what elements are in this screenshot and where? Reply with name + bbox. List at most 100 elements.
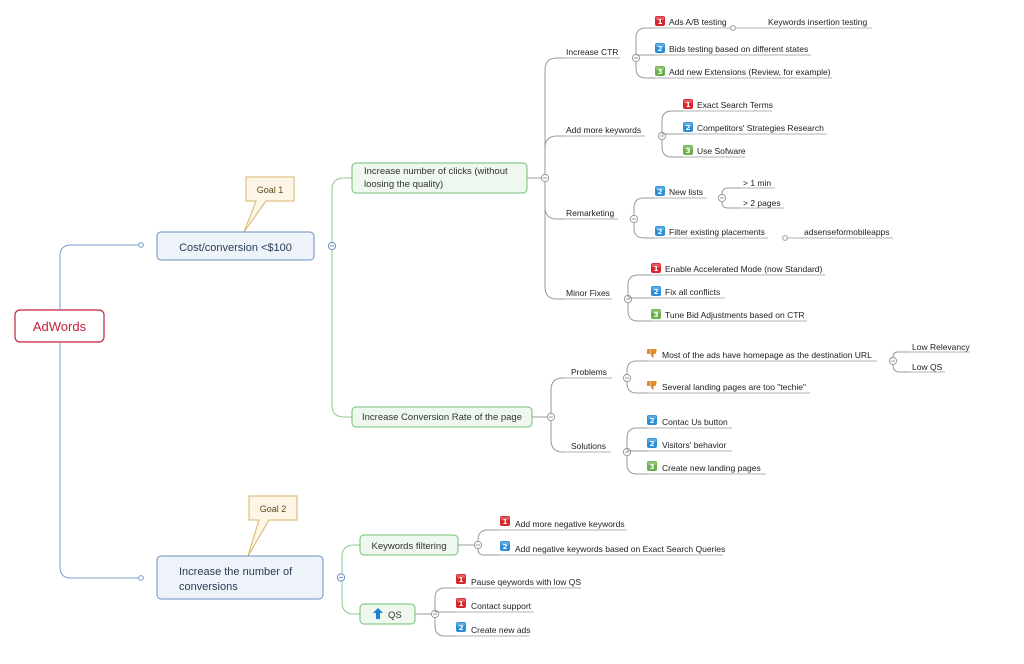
leaf-connector (635, 27, 655, 54)
subtopic-label: Keywords filtering (372, 541, 447, 552)
collapse-toggle[interactable] (540, 173, 550, 183)
svg-text:2: 2 (503, 543, 508, 551)
connector-dot (782, 235, 788, 241)
leaf-topic-label: Pause qeywords with low QS (471, 577, 581, 587)
subtopic[interactable]: Remarketing (566, 208, 614, 218)
subtopic-connector (550, 377, 565, 413)
leaf-topic-label: Ads A/B testing (669, 17, 727, 27)
central-topic-label: AdWords (33, 319, 87, 334)
leaf-topic-label: Use Sofware (697, 146, 746, 156)
svg-text:3: 3 (658, 68, 663, 76)
leaf-connector (477, 548, 499, 556)
subtopic[interactable]: Minor Fixes (566, 288, 610, 298)
goal-topic-label: Increase the number of (179, 566, 293, 578)
svg-text:2: 2 (650, 417, 655, 425)
collapse-toggle[interactable] (546, 412, 556, 422)
subtopic[interactable]: QS (359, 603, 416, 625)
arrow-up-icon (373, 608, 383, 619)
branch-connector (331, 177, 352, 242)
goal-topic[interactable]: Cost/conversion <$100 (156, 231, 315, 261)
leaf-topic-label: Contac Us button (662, 417, 728, 427)
subtopic[interactable]: Problems (571, 367, 607, 377)
subtopic-connector (544, 135, 565, 174)
leaf-topic-label: New lists (669, 187, 703, 197)
branch-connector (341, 544, 360, 574)
leaf-topic-label: Enable Accelerated Mode (now Standard) (665, 264, 823, 274)
svg-text:2: 2 (654, 288, 659, 296)
priority-1-icon: 1 (500, 516, 510, 526)
root-connector (59, 244, 140, 310)
svg-text:1: 1 (503, 518, 508, 526)
connector-dot (730, 25, 736, 31)
leaf-topic-label: Fix all conflicts (665, 287, 720, 297)
collapse-toggle[interactable] (473, 540, 483, 550)
leaf-connector (434, 587, 455, 610)
leaf-topic-label: Competitors' Strategies Research (697, 123, 824, 133)
leaf-topic-label: Add new Extensions (Review, for example) (669, 67, 831, 77)
leaf-topic-label: Several landing pages are too "techie" (662, 382, 806, 392)
collapse-toggle[interactable] (622, 447, 632, 457)
leaf-topic-label: > 1 min (743, 178, 771, 188)
priority-2-icon: 2 (647, 438, 657, 448)
leaf-connector (661, 131, 683, 135)
subtopic-label: Minor Fixes (566, 288, 610, 298)
priority-2-icon: 2 (655, 186, 665, 196)
leaf-topic-label: Bids testing based on different states (669, 44, 808, 54)
priority-2-icon: 2 (655, 43, 665, 53)
leaf-connector (633, 197, 655, 215)
subtopic[interactable]: Add more keywords (566, 125, 641, 135)
leaf-connector (721, 187, 740, 195)
leaf-connector (627, 303, 651, 322)
leaf-connector (626, 427, 648, 448)
goal-topic[interactable]: Increase the number of conversions (156, 555, 324, 600)
goal-callout-label: Goal 1 (257, 185, 284, 195)
goal-callout-label: Goal 2 (260, 504, 287, 514)
connector-dot (138, 242, 144, 248)
svg-text:2: 2 (459, 624, 464, 632)
goal-collapse-toggle[interactable] (327, 241, 337, 251)
priority-2-icon: 2 (500, 541, 510, 551)
subtopic[interactable]: Solutions (571, 441, 606, 451)
priority-2-icon: 2 (456, 622, 466, 632)
goal-collapse-toggle[interactable] (336, 573, 346, 582)
priority-2-icon: 2 (655, 226, 665, 236)
connector-dot (138, 575, 144, 581)
leaf-connector (892, 364, 909, 373)
priority-1-icon: 1 (655, 16, 665, 26)
leaf-connector (626, 447, 648, 452)
branch-connector (341, 581, 360, 615)
central-topic-adwords[interactable]: AdWords (14, 309, 105, 343)
leaf-connector (661, 140, 683, 158)
goal-callout[interactable]: Goal 2 (247, 495, 298, 557)
goal-topic-label: conversions (179, 581, 238, 593)
collapse-toggle[interactable] (888, 356, 898, 366)
svg-text:1: 1 (654, 265, 659, 273)
priority-3-icon: 3 (647, 461, 657, 471)
goal-topic-label: Cost/conversion <$100 (179, 242, 292, 254)
subtopic[interactable]: Increase CTR (566, 47, 618, 57)
leaf-topic-label: Low QS (912, 362, 943, 372)
leaf-connector (477, 529, 499, 541)
svg-text:2: 2 (658, 45, 663, 53)
leaf-topic-label: Low Relevancy (912, 342, 970, 352)
subtopic[interactable]: Keywords filtering (359, 534, 459, 556)
subtopic[interactable]: Increase Conversion Rate of the page (351, 406, 533, 428)
subtopic[interactable]: Increase number of clicks (withoutloosin… (351, 162, 528, 194)
collapse-toggle[interactable] (717, 193, 727, 203)
leaf-connector (627, 274, 651, 295)
leaf-connector (626, 360, 648, 374)
svg-text:1: 1 (686, 101, 691, 109)
leaf-topic-label: Exact Search Terms (697, 100, 773, 110)
collapse-toggle[interactable] (622, 373, 632, 383)
leaf-connector (434, 618, 455, 637)
leaf-connector (626, 456, 648, 475)
leaf-topic-label: adsenseformobileapps (804, 227, 890, 237)
collapse-toggle[interactable] (629, 214, 639, 224)
subtopic-label: Increase CTR (566, 47, 618, 57)
leaf-topic-label: Visitors' behavior (662, 440, 726, 450)
goal-callout[interactable]: Goal 1 (243, 176, 295, 233)
leaf-topic-label: Add negative keywords based on Exact Sea… (515, 544, 725, 554)
branch-connector (331, 250, 352, 418)
leaf-connector (721, 201, 740, 209)
